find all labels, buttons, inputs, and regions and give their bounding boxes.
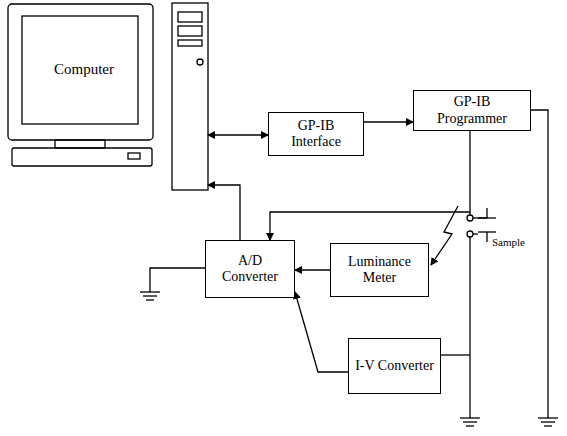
node-label: A/D Converter — [206, 253, 294, 285]
node-label: GP-IB Programmer — [414, 94, 530, 126]
meter-box: Luminance Meter — [330, 243, 429, 297]
sample-label: Sample — [492, 236, 525, 248]
node-label: Computer — [22, 16, 146, 124]
signal-arrow — [295, 269, 330, 270]
signal-arrow — [208, 185, 240, 240]
signal-arrow — [364, 121, 413, 122]
wiring — [140, 110, 558, 426]
computer-node: Computer — [5, 2, 208, 192]
interface-box: GP-IB Interface — [268, 112, 364, 156]
converter-box: I-V Converter — [348, 338, 441, 394]
node-label: Luminance Meter — [331, 254, 428, 286]
signal-arrow — [208, 134, 268, 135]
computer-drawing — [8, 3, 208, 190]
node-label: GP-IB Interface — [269, 118, 363, 150]
programmer-box: GP-IB Programmer — [413, 90, 531, 131]
signal-arrow — [295, 292, 348, 372]
node-label: I-V Converter — [351, 358, 438, 374]
converter-box: A/D Converter — [205, 240, 295, 298]
